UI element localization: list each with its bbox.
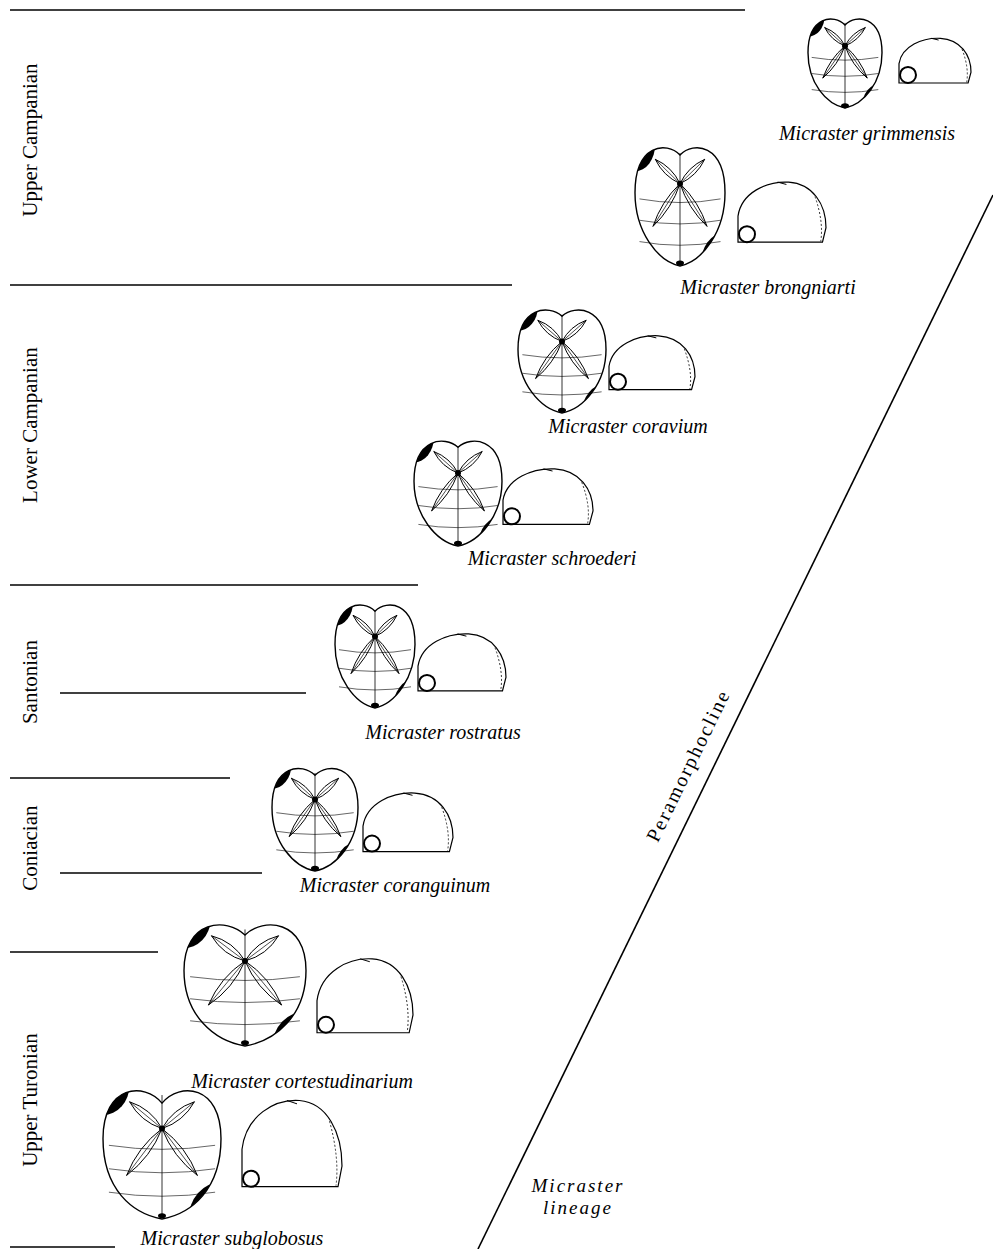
- stage-name: Upper Turonian: [18, 1033, 42, 1167]
- echinoid-figure: [184, 925, 413, 1046]
- stage-boundary: [10, 284, 512, 286]
- stage-boundary: [10, 951, 158, 953]
- species-name: Micraster schroederi: [468, 547, 637, 570]
- stage-boundary: [60, 872, 262, 874]
- stage-boundary: [10, 1246, 115, 1248]
- stage-boundary: [60, 692, 306, 694]
- peramorphocline-line: [478, 195, 993, 1249]
- species-name: Micraster coranguinum: [300, 874, 491, 897]
- stage-name: Lower Campanian: [18, 347, 42, 503]
- species-name: Micraster coravium: [548, 415, 707, 438]
- echinoid-figure: [272, 768, 453, 871]
- echinoid-figure: [414, 441, 593, 546]
- stage-boundary: [10, 584, 418, 586]
- echinoid-figure: [518, 310, 695, 413]
- echinoid-figure: [335, 605, 506, 708]
- stage-name: Coniacian: [18, 805, 42, 890]
- species-name: Micraster cortestudinarium: [191, 1070, 413, 1093]
- lineage-name: Micraster lineage: [528, 1175, 628, 1219]
- echinoid-figure: [103, 1091, 342, 1219]
- stage-boundary: [10, 9, 745, 11]
- species-name: Micraster grimmensis: [779, 122, 955, 145]
- stage-name: Upper Campanian: [18, 63, 42, 216]
- stage-name: Santonian: [18, 640, 42, 724]
- species-name: Micraster subglobosus: [141, 1227, 324, 1249]
- echinoid-figure: [635, 148, 826, 266]
- species-name: Micraster brongniarti: [680, 276, 855, 299]
- stage-boundary: [10, 777, 230, 779]
- echinoid-figure: [808, 19, 971, 108]
- species-name: Micraster rostratus: [365, 721, 520, 744]
